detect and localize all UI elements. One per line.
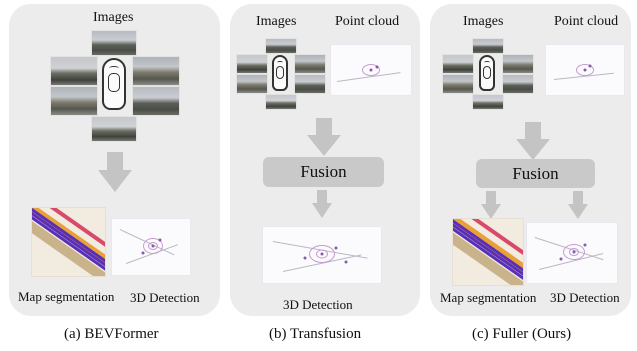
map-segmentation-label: Map segmentation (440, 290, 537, 305)
fusion-block: Fusion (263, 157, 384, 187)
camera-photo-back-right (502, 74, 534, 94)
car-icon (272, 55, 288, 91)
caption-bevformer: (a) BEVFormer (64, 326, 159, 342)
car-icon (102, 58, 126, 110)
camera-photo-front-right (294, 54, 326, 74)
down-arrow (98, 152, 132, 192)
camera-photo-front (91, 30, 137, 56)
point-cloud-plot (111, 218, 191, 276)
camera-photo-front-left (442, 54, 474, 74)
point-cloud-plot (526, 222, 618, 284)
camera-photo-back (91, 116, 137, 142)
map-segmentation-plot (452, 218, 524, 286)
camera-photo-front (472, 38, 504, 54)
detection-label: 3D Detection (550, 290, 620, 305)
camera-photo-back-left (442, 74, 474, 94)
down-arrow (516, 122, 550, 160)
camera-photo-front-left (50, 56, 98, 86)
point-cloud-label: Point cloud (335, 14, 400, 29)
camera-photo-back (472, 94, 504, 110)
detection-label: 3D Detection (130, 290, 200, 305)
camera-photo-back-left (50, 86, 98, 116)
camera-photo-front-left (236, 54, 268, 74)
fusion-block: Fusion (476, 159, 595, 188)
images-label: Images (256, 14, 297, 29)
point-cloud-plot (545, 44, 625, 96)
point-cloud-plot (262, 226, 382, 284)
images-label: Images (93, 10, 134, 25)
down-arrow (307, 118, 341, 156)
images-label: Images (463, 14, 504, 29)
camera-photo-front-right (502, 54, 534, 74)
camera-photo-back (265, 94, 297, 110)
camera-photo-back-right (132, 86, 180, 116)
down-arrow (312, 190, 332, 218)
camera-photo-front (265, 38, 297, 54)
car-icon (479, 55, 495, 91)
camera-photo-back-left (236, 74, 268, 94)
down-arrow (481, 191, 501, 219)
caption-fuller: (c) Fuller (Ours) (472, 326, 572, 342)
map-segmentation-plot (31, 207, 106, 277)
detection-label: 3D Detection (283, 297, 353, 312)
map-segmentation-label: Map segmentation (18, 289, 115, 304)
camera-photo-front-right (132, 56, 180, 86)
point-cloud-plot (330, 44, 412, 96)
caption-transfusion: (b) Transfusion (269, 326, 362, 342)
down-arrow (568, 191, 588, 219)
point-cloud-label: Point cloud (554, 14, 619, 29)
camera-photo-back-right (294, 74, 326, 94)
